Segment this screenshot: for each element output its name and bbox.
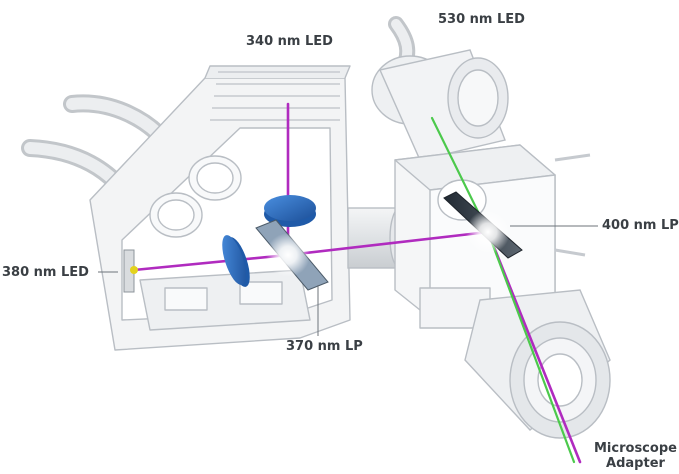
led-380-emitter [123, 249, 138, 293]
label-380-led: 380 nm LED [2, 265, 89, 280]
glow-400 [466, 210, 510, 254]
label-340-led: 340 nm LED [246, 34, 333, 49]
beam-380 [132, 253, 290, 272]
filter-380 [222, 235, 250, 287]
heatsink-fins [210, 71, 340, 121]
label-adapter-line2: Adapter [606, 456, 665, 471]
label-adapter-line1: Microscope [594, 441, 677, 456]
label-370-lp: 370 nm LP [286, 339, 363, 354]
beam-combined [286, 230, 490, 257]
leader-lines [98, 225, 598, 336]
glow-370 [266, 233, 310, 277]
label-400-lp: 400 nm LP [602, 218, 679, 233]
microscope-adapter-body [464, 289, 611, 439]
beam-530-out [486, 230, 576, 464]
label-microscope-adapter: Microscope Adapter [594, 441, 677, 471]
left-housing [89, 65, 351, 351]
label-530-led: 530 nm LED [438, 12, 525, 27]
led-530-unit [371, 16, 509, 161]
